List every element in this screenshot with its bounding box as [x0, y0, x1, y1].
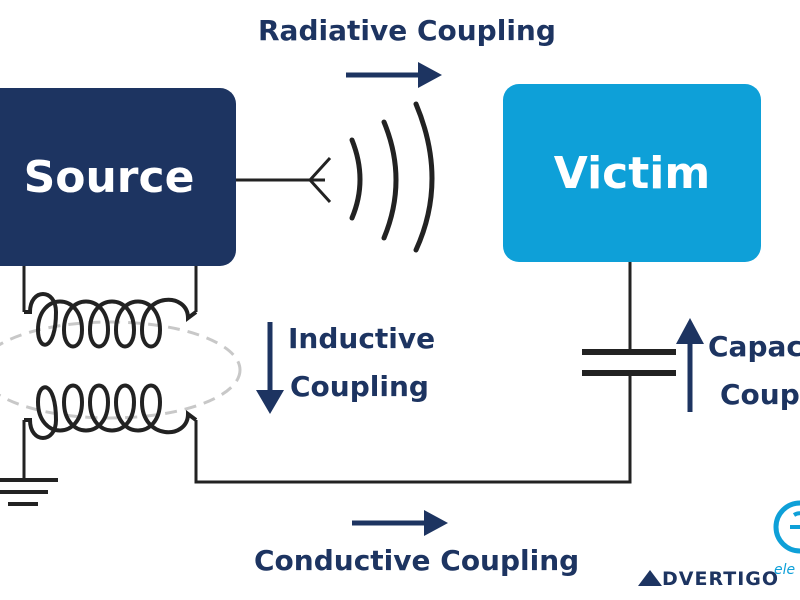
advertigo-logo-icon: [638, 570, 662, 586]
conductive-coupling-label: Conductive Coupling: [254, 544, 580, 577]
watermark-text: DVERTIGO: [662, 568, 780, 590]
inductive-label-line1: Inductive: [288, 322, 436, 355]
capacitive-label-line1: Capac: [708, 330, 800, 363]
inductive-label-line2: Coupling: [290, 370, 429, 403]
lower-coil: [24, 383, 198, 440]
victim-label: Victim: [553, 147, 711, 199]
source-label: Source: [23, 151, 195, 203]
antenna-icon: [308, 156, 332, 204]
radio-wave-1: [349, 137, 363, 221]
source-box: [0, 88, 236, 266]
conductive-arrow-head: [424, 510, 448, 536]
radiative-arrow-head: [418, 62, 442, 88]
inductive-arrow-head: [256, 390, 284, 414]
radio-wave-3: [413, 101, 435, 253]
bottom-wire: [194, 372, 632, 484]
elec-logo-icon: [773, 500, 800, 554]
radiative-coupling-label: Radiative Coupling: [258, 14, 556, 47]
coupling-ellipse: [0, 320, 242, 420]
capacitive-label-line2: Coup: [720, 378, 800, 411]
elec-logo-inner: [790, 511, 800, 529]
radio-wave-2: [381, 119, 399, 241]
capacitive-arrow-head: [676, 318, 704, 344]
logo-fragment-text: ele: [774, 562, 796, 578]
upper-coil: [24, 292, 198, 349]
victim-box: [503, 84, 761, 262]
